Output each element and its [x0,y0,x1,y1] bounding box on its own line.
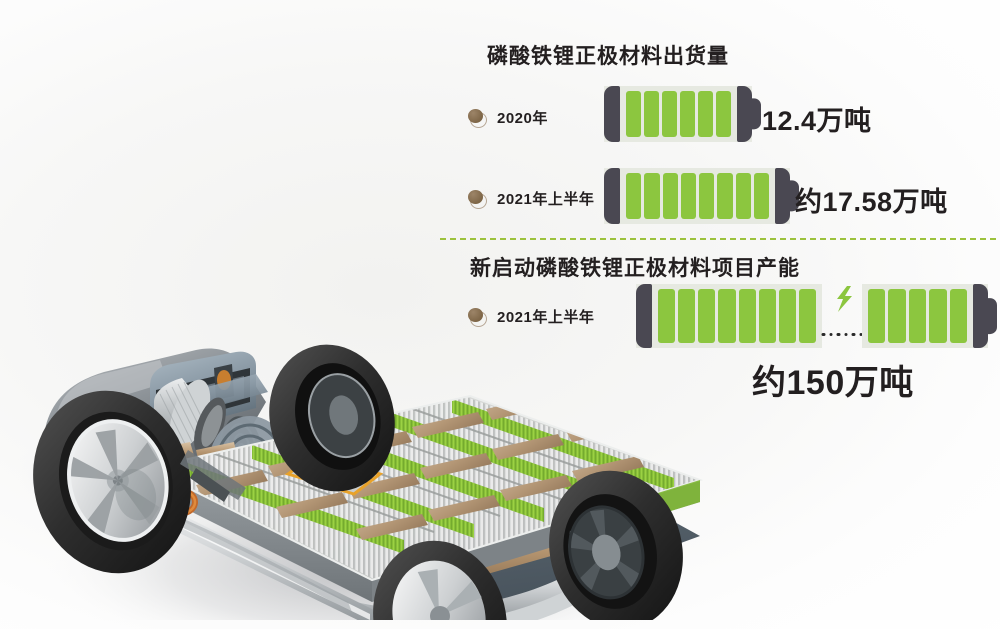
legend-label-2021h1-shipments: 2021年上半年 [497,191,595,208]
battery-cell [716,91,731,137]
bronze-dot-icon [468,190,487,209]
battery-bar-2021h1-shipments [604,168,799,224]
battery-cell [735,173,751,219]
legend-label-2021h1-capacity: 2021年上半年 [497,309,595,326]
battery-cell [908,289,927,343]
battery-cell [662,91,677,137]
legend-label-2020: 2020年 [497,110,548,127]
connector-dots [821,332,863,336]
battery-cell [718,289,736,343]
battery-cap-left [636,284,652,348]
battery-terminal-icon [985,298,997,334]
value-2020: 12.4万吨 [762,106,872,136]
legend-row-2020: 2020年 [468,107,548,128]
battery-terminal-icon [749,98,761,130]
battery-cell [949,289,968,343]
battery-cell [662,173,678,219]
battery-bar-2021h1-capacity [636,284,997,348]
battery-cell [680,91,695,137]
battery-terminal-icon [787,180,799,212]
battery-cell [778,289,796,343]
battery-cap-right [775,168,799,224]
battery-cell [758,289,776,343]
battery-cell [658,289,676,343]
section-divider [440,238,996,240]
battery-cell [888,289,906,343]
battery-cell [680,173,696,219]
battery-cell [868,289,886,343]
battery-cap-right [737,86,761,142]
battery-cap-left [604,86,620,142]
battery-cell [626,91,641,137]
battery-cells-right [862,284,973,348]
battery-cell [644,91,659,137]
battery-cell [698,91,713,137]
battery-cell [644,173,660,219]
bronze-dot-icon [468,109,487,128]
battery-cells-left [652,284,822,348]
battery-cell [626,173,642,219]
battery-cells [620,86,737,142]
battery-bar-2020 [604,86,761,142]
battery-cap-right [973,284,997,348]
section-title-new-capacity: 新启动磷酸铁锂正极材料项目产能 [470,257,800,280]
battery-cell [753,173,769,219]
battery-cell [738,289,756,343]
value-2021h1-shipments: 约17.58万吨 [795,187,948,217]
legend-row-2021h1-capacity: 2021年上半年 [468,306,594,327]
battery-cells [620,168,775,224]
lightning-bolt-icon [837,286,852,312]
battery-cell [698,289,716,343]
value-2021h1-capacity: 约150万吨 [752,364,914,402]
ev-chassis-illustration [10,344,704,620]
battery-break-connector [821,284,863,348]
battery-cell [798,289,816,343]
battery-cap-left [604,168,620,224]
battery-cell [717,173,733,219]
battery-cell [678,289,696,343]
battery-cell [699,173,715,219]
legend-row-2021h1-shipments: 2021年上半年 [468,188,594,209]
section-title-shipments: 磷酸铁锂正极材料出货量 [487,45,729,68]
bronze-dot-icon [468,308,487,327]
battery-cell [929,289,947,343]
